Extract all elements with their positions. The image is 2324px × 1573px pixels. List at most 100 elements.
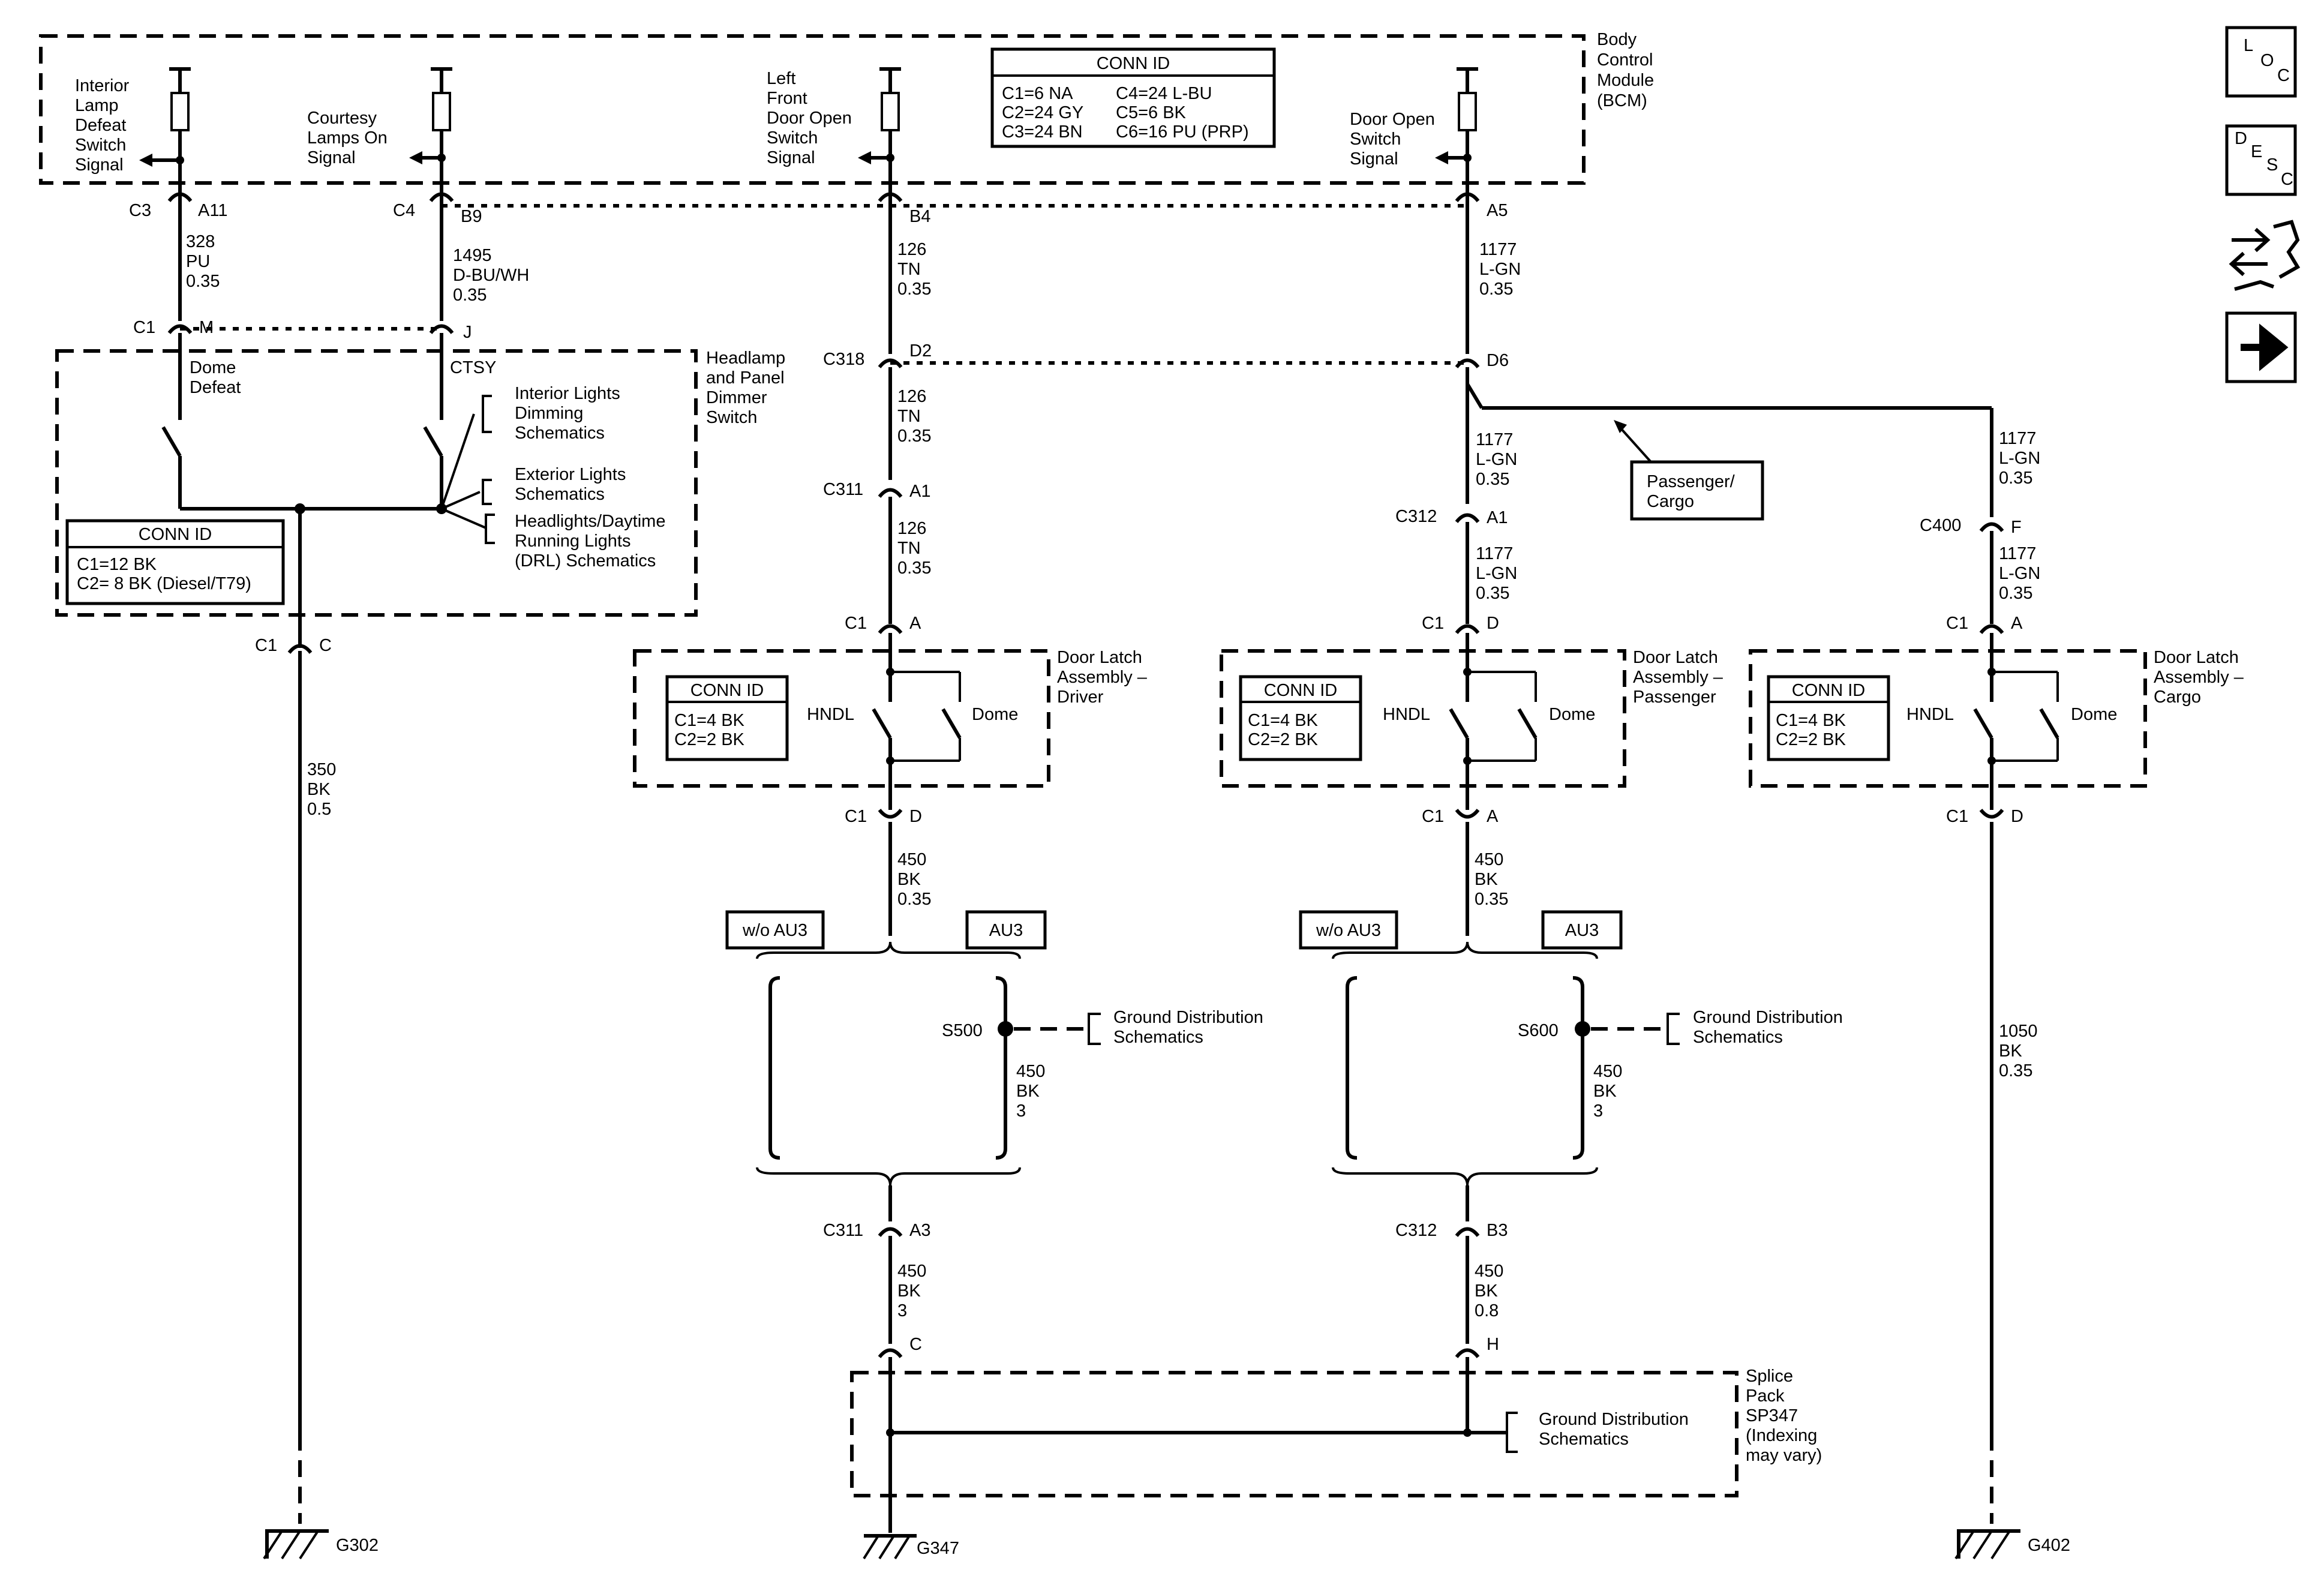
bcm-signal-courtesy: Courtesy Lamps On Signal xyxy=(307,67,452,204)
bcm-label: Body Control Module (BCM) xyxy=(1597,30,1659,110)
passenger-cargo-label: Passenger/ Cargo xyxy=(1647,472,1740,511)
driver-conn-id-title: CONN ID xyxy=(690,681,764,700)
driver-top-conn: C1 xyxy=(845,614,867,633)
c311b-label: C311 xyxy=(823,1221,863,1240)
cargo-conn-line: C2=2 BK xyxy=(1776,730,1846,749)
ground-g347-label: G347 xyxy=(917,1539,959,1558)
wire-450f-label: 450 BK 0.8 xyxy=(1475,1262,1508,1320)
driver-circuit: 126 TN 0.35 C318 D2 126 TN 0.35 C311 A1 … xyxy=(823,201,1467,634)
pin-a3-c311: A3 xyxy=(909,1221,930,1240)
wire-450b-label: 450 BK 0.35 xyxy=(1475,850,1508,909)
driver-bottom-conn: C1 xyxy=(845,807,867,826)
splice-s600: S600 xyxy=(1518,1021,1559,1040)
driver-wo-au3: w/o AU3 xyxy=(742,921,807,940)
arrow-right-icon xyxy=(2241,323,2289,371)
pin-c1-m-conn: C1 xyxy=(133,318,155,337)
ref-exterior-lights[interactable]: Exterior Lights Schematics xyxy=(515,465,630,504)
driver-ground-option: 450 BK 0.35 w/o AU3 AU3 S500 Ground Dist… xyxy=(725,822,1268,1344)
pin-f-c400: F xyxy=(2011,518,2022,537)
pin-a1-c312: A1 xyxy=(1487,508,1508,527)
cargo-top-pin: A xyxy=(2011,614,2023,633)
loc-button[interactable]: L O C xyxy=(2225,26,2297,98)
cargo-conn-line: C1=4 BK xyxy=(1776,711,1846,730)
bcm-conn-id-title: CONN ID xyxy=(1097,54,1170,73)
passenger-au3: AU3 xyxy=(1565,921,1599,940)
wire-350-label: 350 BK 0.5 xyxy=(307,760,341,819)
splice-s500: S500 xyxy=(942,1021,983,1040)
bcm-conn-line: C2=24 GY xyxy=(1002,103,1083,122)
desc-button[interactable]: D E S C xyxy=(2225,124,2297,196)
passenger-hndl-label: HNDL xyxy=(1383,705,1430,724)
driver-hndl-label: HNDL xyxy=(807,705,854,724)
headlamp-conn-line: C1=12 BK xyxy=(77,555,157,574)
ground-g347: G347 xyxy=(863,1534,959,1560)
cargo-top-conn: C1 xyxy=(1946,614,1968,633)
pin-h-sp347: H xyxy=(1487,1335,1499,1354)
bcm-conn-line: C3=24 BN xyxy=(1002,122,1083,142)
pin-d6: D6 xyxy=(1487,351,1509,370)
latch-passenger-label: Door Latch Assembly – Passenger xyxy=(1633,648,1728,707)
pin-a11: A11 xyxy=(198,201,227,220)
latch-bottom-pins: C1 D C1 A C1 D xyxy=(845,807,2023,826)
passenger-conn-line: C2=2 BK xyxy=(1248,730,1319,749)
passenger-conn-line: C1=4 BK xyxy=(1248,711,1319,730)
ref-ground-distribution-s500[interactable]: Ground Distribution Schematics xyxy=(1113,1008,1268,1047)
driver-conn-line: C2=2 BK xyxy=(674,730,745,749)
ref-headlights-drl[interactable]: Headlights/Daytime Running Lights (DRL) … xyxy=(515,512,671,571)
wire-328: 328 PU 0.35 xyxy=(178,201,220,321)
ref-ground-distribution-sp347[interactable]: Ground Distribution Schematics xyxy=(1539,1410,1694,1449)
passenger-conn-id-title: CONN ID xyxy=(1264,681,1337,700)
latch-driver: HNDL Dome CONN ID C1=4 BK C2=2 BK Door L… xyxy=(633,633,1148,810)
headlamp-switch: C1 M J Headlamp and Panel Dimmer Switch … xyxy=(55,318,785,648)
courtesy-signal-label: Courtesy Lamps On Signal xyxy=(307,109,392,167)
desc-letter: S xyxy=(2266,155,2278,175)
passenger-top-pin: D xyxy=(1487,614,1499,633)
passenger-ground-option: 450 BK 0.35 w/o AU3 AU3 S600 Ground Dist… xyxy=(1299,822,1848,1344)
headlamp-conn-id-title: CONN ID xyxy=(139,525,212,544)
next-page-button[interactable] xyxy=(2225,311,2297,383)
wire-1495-label: 1495 D-BU/WH 0.35 xyxy=(453,246,534,305)
c311a-label: C311 xyxy=(823,480,863,499)
ref-ground-distribution-s600[interactable]: Ground Distribution Schematics xyxy=(1693,1008,1848,1047)
wire-1177e-label: 1177 L-GN 0.35 xyxy=(1999,544,2045,603)
wire-328-label: 328 PU 0.35 xyxy=(186,232,220,291)
wire-450c-label: 450 BK 3 xyxy=(1016,1062,1050,1121)
bcm-signal-lf-door: Left Front Door Open Switch Signal xyxy=(767,67,901,204)
pin-d2: D2 xyxy=(909,341,932,361)
wire-450e-label: 450 BK 3 xyxy=(897,1262,931,1320)
bcm-pins: C3 A11 C4 B9 B4 A5 xyxy=(129,192,1508,226)
bcm-signal-interior-lamp: Interior Lamp Defeat Switch Signal xyxy=(75,67,191,204)
lf-door-signal-label: Left Front Door Open Switch Signal xyxy=(767,69,857,167)
wire-450a-label: 450 BK 0.35 xyxy=(897,850,931,909)
driver-bottom-pin: D xyxy=(909,807,922,826)
passenger-top-conn: C1 xyxy=(1422,614,1444,633)
bcm-conn-id: CONN ID C1=6 NA C2=24 GY C3=24 BN C4=24 … xyxy=(990,47,1276,148)
c318-label: C318 xyxy=(823,350,864,369)
pin-b9: B9 xyxy=(461,207,482,226)
pin-a1-c311: A1 xyxy=(909,482,930,501)
wire-1177d-label: 1177 L-GN 0.35 xyxy=(1999,429,2045,488)
latch-cargo-label: Door Latch Assembly – Cargo xyxy=(2154,648,2248,707)
bcm-conn-line: C4=24 L-BU xyxy=(1116,84,1212,103)
wire-126a-label: 126 TN 0.35 xyxy=(897,240,931,299)
wire-450d-label: 450 BK 3 xyxy=(1593,1062,1627,1121)
pin-c4: C4 xyxy=(393,201,415,220)
pin-j: J xyxy=(463,323,472,342)
bcm-signal-door-open: Door Open Switch Signal xyxy=(1350,67,1478,204)
pin-c3: C3 xyxy=(129,201,151,220)
door-open-signal-label: Door Open Switch Signal xyxy=(1350,110,1440,169)
splice-pack-sp347: C H Ground Distribution Schematics Splic… xyxy=(850,1335,1822,1533)
driver-top-pin: A xyxy=(909,614,921,633)
cargo-bottom-conn: C1 xyxy=(1946,807,1968,826)
wire-1177c-label: 1177 L-GN 0.35 xyxy=(1476,544,1522,603)
cargo-hndl-label: HNDL xyxy=(1906,705,1954,724)
driver-au3: AU3 xyxy=(989,921,1023,940)
connector-tools-icon[interactable] xyxy=(2229,220,2301,291)
wire-1177a-label: 1177 L-GN 0.35 xyxy=(1479,240,1526,299)
interior-lamp-signal-label: Interior Lamp Defeat Switch Signal xyxy=(75,76,134,175)
ref-interior-lights[interactable]: Interior Lights Dimming Schematics xyxy=(515,384,625,443)
ground-g302-label: G302 xyxy=(336,1536,379,1555)
driver-conn-line: C1=4 BK xyxy=(674,711,745,730)
c312a-label: C312 xyxy=(1395,507,1437,526)
